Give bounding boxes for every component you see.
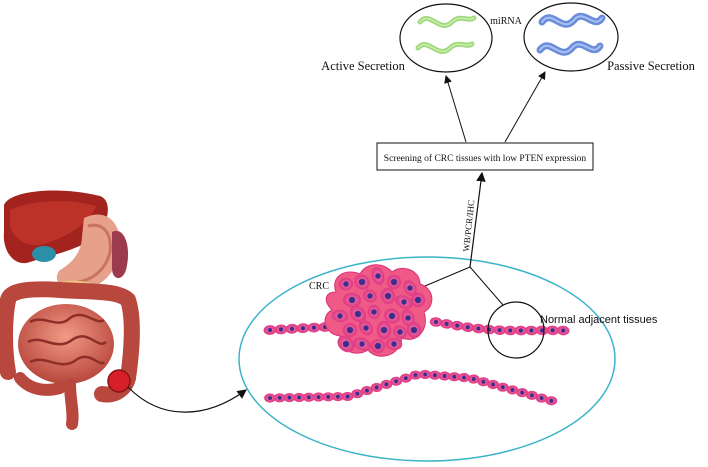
cell: [467, 374, 480, 384]
crc-label: CRC: [309, 281, 329, 292]
cell-chain-upper-right: [429, 317, 570, 336]
cell: [410, 292, 426, 308]
cell: [342, 292, 362, 308]
cell: [367, 304, 381, 320]
passive-secretion-ellipse: [523, 2, 619, 72]
cell: [380, 379, 393, 389]
cell: [358, 320, 374, 336]
cell: [472, 323, 485, 334]
digestive-organs-icon: [0, 190, 140, 430]
cell: [312, 392, 325, 402]
passive-secretion-label: Passive Secretion: [607, 59, 696, 73]
cell: [331, 309, 349, 323]
cell: [371, 266, 385, 286]
arrow-to-active: [444, 75, 467, 143]
cell: [352, 337, 372, 351]
arrow-to-tissue: [127, 386, 247, 413]
cell: [458, 372, 470, 383]
cell: [493, 325, 506, 335]
cell: [342, 322, 358, 338]
cell: [526, 390, 538, 400]
cell: [264, 393, 276, 403]
cell: [506, 385, 519, 395]
cell: [393, 325, 407, 339]
cell-chain-lower: [264, 369, 558, 406]
cell: [556, 325, 570, 336]
cell: [386, 274, 402, 290]
cell: [429, 317, 443, 327]
cell: [440, 319, 453, 329]
cell: [403, 280, 417, 296]
mirna-label: miRNA: [490, 16, 522, 27]
cell: [370, 338, 386, 354]
crc-tumor-cluster: [324, 264, 433, 357]
green-mirna-strands-icon: [415, 15, 477, 54]
arrow-to-screening: [469, 171, 486, 268]
cell: [461, 322, 475, 333]
normal-tissue-circle: [487, 301, 545, 359]
cell: [525, 325, 538, 336]
screening-box-label: Screening of CRC tissues with low PTEN e…: [384, 153, 587, 164]
branch-line-normal: [469, 266, 504, 306]
cell: [399, 373, 412, 383]
active-secretion-label: Active Secretion: [321, 59, 405, 73]
arrow-to-passive: [504, 71, 546, 143]
active-secretion-ellipse: [399, 3, 493, 73]
blue-mirna-strands-icon: [536, 12, 606, 56]
cell: [448, 372, 461, 382]
cell: [450, 320, 464, 331]
cell: [406, 321, 422, 339]
cell: [380, 287, 396, 305]
cell: [545, 396, 558, 406]
cell: [302, 392, 315, 402]
cell: [395, 295, 413, 309]
cell: [296, 323, 310, 334]
cell: [331, 392, 344, 402]
methods-label: WB/PCR/IHC: [461, 199, 476, 252]
cell: [383, 308, 401, 324]
screening-box: [376, 142, 594, 171]
cell: [337, 335, 355, 353]
cell: [385, 337, 403, 351]
cell: [363, 289, 377, 303]
cell: [487, 379, 499, 390]
cell: [263, 325, 277, 335]
tissue-ellipse: [238, 256, 616, 462]
cell: [428, 370, 441, 380]
cell: [376, 320, 392, 340]
cell: [338, 277, 354, 291]
tumor-site-marker: [107, 369, 131, 393]
cell: [354, 274, 370, 290]
branch-line-tumor: [424, 266, 471, 287]
cell: [273, 393, 286, 403]
cell: [477, 377, 490, 387]
normal-tissues-label: Normal adjacent tissues: [540, 314, 658, 326]
cell: [285, 323, 299, 334]
